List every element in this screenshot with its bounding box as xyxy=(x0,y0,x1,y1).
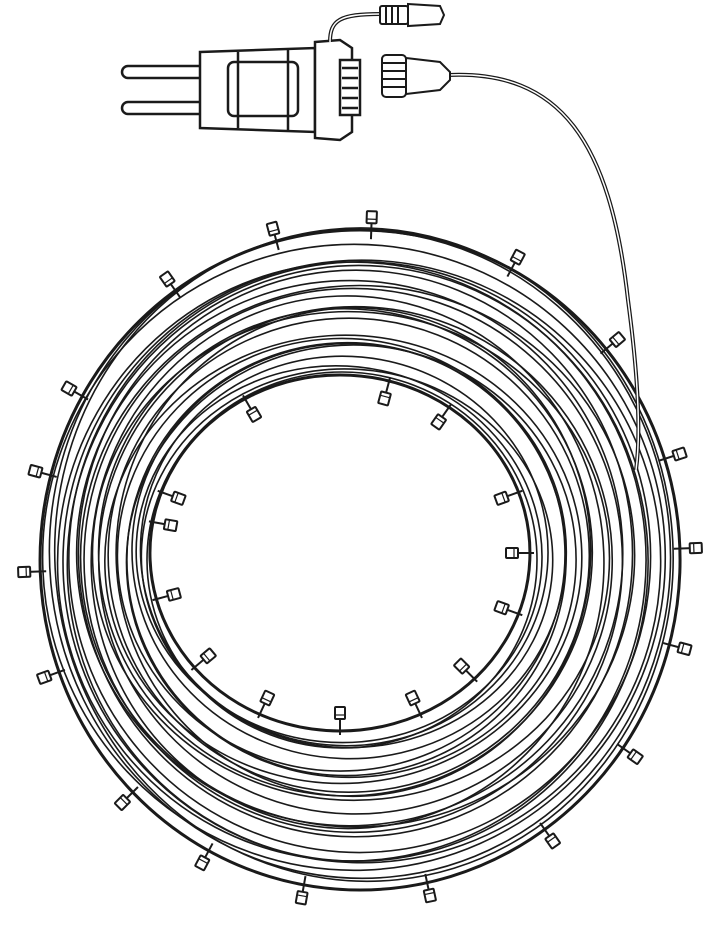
led-bulb-icon xyxy=(493,600,523,617)
led-bulbs xyxy=(17,210,703,906)
cable-loop xyxy=(97,307,594,797)
led-bulb-icon xyxy=(152,587,182,602)
led-bulb-icon xyxy=(294,875,309,906)
led-bulb-icon xyxy=(157,489,187,506)
led-bulb-icon xyxy=(257,689,276,719)
cable-coil xyxy=(38,227,682,892)
cable-connector-icon xyxy=(379,2,451,98)
led-bulb-icon xyxy=(673,541,703,555)
led-bulb-icon xyxy=(430,403,453,431)
led-bulb-icon xyxy=(194,842,214,872)
led-bulb-icon xyxy=(539,822,561,850)
cable-loop xyxy=(140,368,554,749)
cable-loop xyxy=(116,337,566,772)
led-bulb-icon xyxy=(506,248,526,278)
cable-loop xyxy=(68,261,652,854)
led-bulb-icon xyxy=(27,464,57,479)
led-bulb-icon xyxy=(334,706,346,735)
led-bulb-icon xyxy=(658,446,688,462)
cable-loop xyxy=(75,279,624,827)
cable-loop xyxy=(90,295,605,830)
power-adapter-plug-icon xyxy=(120,38,362,142)
cable-loop xyxy=(53,227,674,883)
cable-loop xyxy=(139,355,549,747)
led-bulb-icon xyxy=(365,210,378,240)
led-bulb-icon xyxy=(148,518,179,533)
led-bulb-icon xyxy=(17,565,47,579)
cable-loop xyxy=(77,269,634,838)
cable-loop xyxy=(125,344,577,779)
led-bulb-icon xyxy=(599,331,626,355)
led-bulb-icon xyxy=(114,786,139,811)
led-bulb-icon xyxy=(190,647,217,671)
cable-loop xyxy=(104,334,583,785)
led-bulb-icon xyxy=(404,689,423,719)
cable-loop xyxy=(83,287,624,834)
led-bulb-icon xyxy=(493,489,523,506)
led-bulb-icon xyxy=(265,220,281,251)
led-bulb-icon xyxy=(36,668,66,685)
cable-loop xyxy=(48,229,672,880)
cable-loop xyxy=(79,284,636,828)
led-bulb-icon xyxy=(159,270,181,298)
cable-loop xyxy=(62,259,662,864)
led-bulb-icon xyxy=(377,376,392,407)
cable-loop xyxy=(107,317,591,794)
led-bulb-icon xyxy=(60,380,89,401)
led-bulb-icon xyxy=(505,547,534,559)
led-bulb-icon xyxy=(453,657,478,683)
cable-loop xyxy=(66,264,649,863)
led-bulb-icon xyxy=(242,394,262,423)
cable-loop xyxy=(135,365,543,744)
cable-loop xyxy=(41,243,667,872)
led-bulb-icon xyxy=(616,743,644,765)
led-bulb-icon xyxy=(663,641,693,656)
led-bulb-icon xyxy=(422,873,437,904)
cable-loop xyxy=(97,305,614,815)
